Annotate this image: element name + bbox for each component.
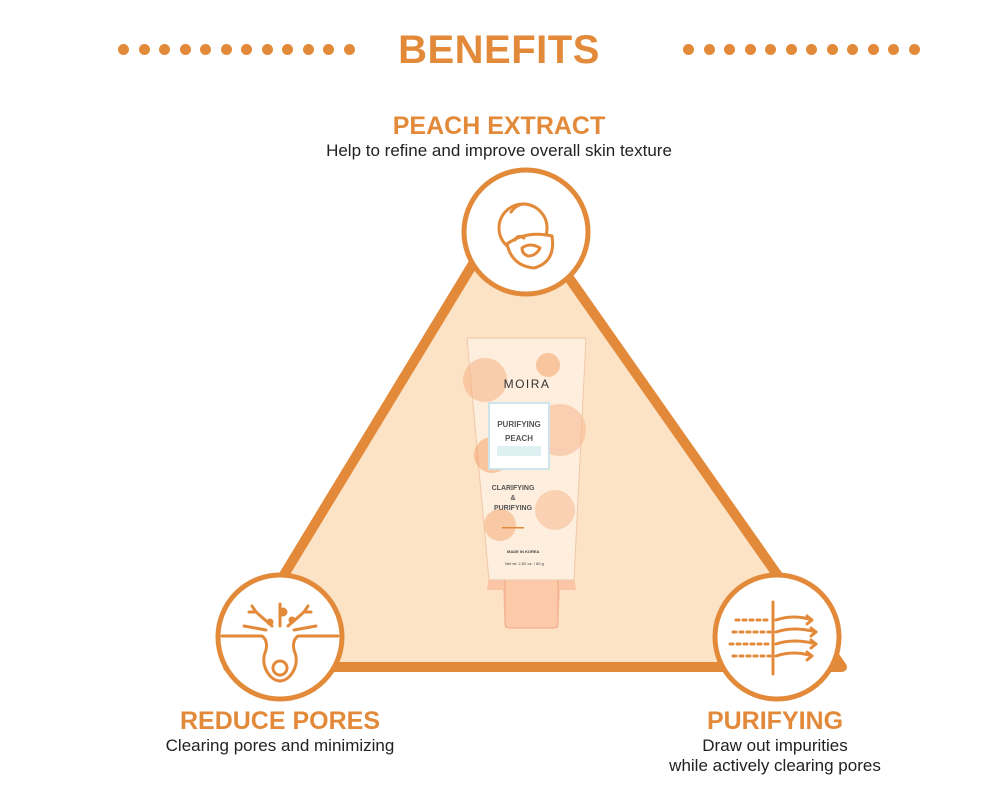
- product-name-line1: PURIFYING: [497, 420, 541, 429]
- benefit-description: Help to refine and improve overall skin …: [326, 141, 672, 160]
- benefit-description: Clearing pores and minimizing: [165, 736, 395, 755]
- pore-icon: [220, 602, 340, 683]
- pores-circle: [215, 572, 345, 702]
- benefit-purifying: PURIFYING Draw out impurities while acti…: [630, 707, 920, 776]
- benefit-description-line2: while actively clearing pores: [669, 756, 881, 775]
- benefit-title: PURIFYING: [706, 707, 844, 735]
- purify-icon: [728, 600, 818, 676]
- product-tube: MOIRA PURIFYING PEACH CLARIFYING & PURIF…: [463, 337, 587, 629]
- product-claim-line2: &: [510, 495, 515, 502]
- benefit-reduce-pores: REDUCE PORES Clearing pores and minimizi…: [135, 707, 425, 756]
- benefit-title: PEACH EXTRACT: [392, 112, 606, 140]
- product-origin: MADE IN KOREA: [507, 549, 540, 554]
- product-brand: MOIRA: [504, 377, 551, 391]
- benefit-peach-extract: PEACH EXTRACT Help to refine and improve…: [299, 112, 699, 161]
- left-dot-divider: [118, 44, 368, 58]
- purify-circle: [712, 572, 842, 702]
- peach-icon: [497, 202, 555, 270]
- benefit-title: REDUCE PORES: [179, 707, 381, 735]
- product-claim-line1: CLARIFYING: [492, 485, 535, 492]
- peach-circle: [461, 167, 591, 297]
- product-net-weight: Net wt. 2.82 oz. / 80 g: [505, 561, 544, 566]
- product-claim-line3: PURIFYING: [494, 505, 533, 512]
- product-name-line2: PEACH: [505, 434, 533, 443]
- page-title: BENEFITS: [398, 28, 600, 72]
- right-dot-divider: [683, 44, 933, 58]
- benefit-description-line1: Draw out impurities: [702, 736, 848, 755]
